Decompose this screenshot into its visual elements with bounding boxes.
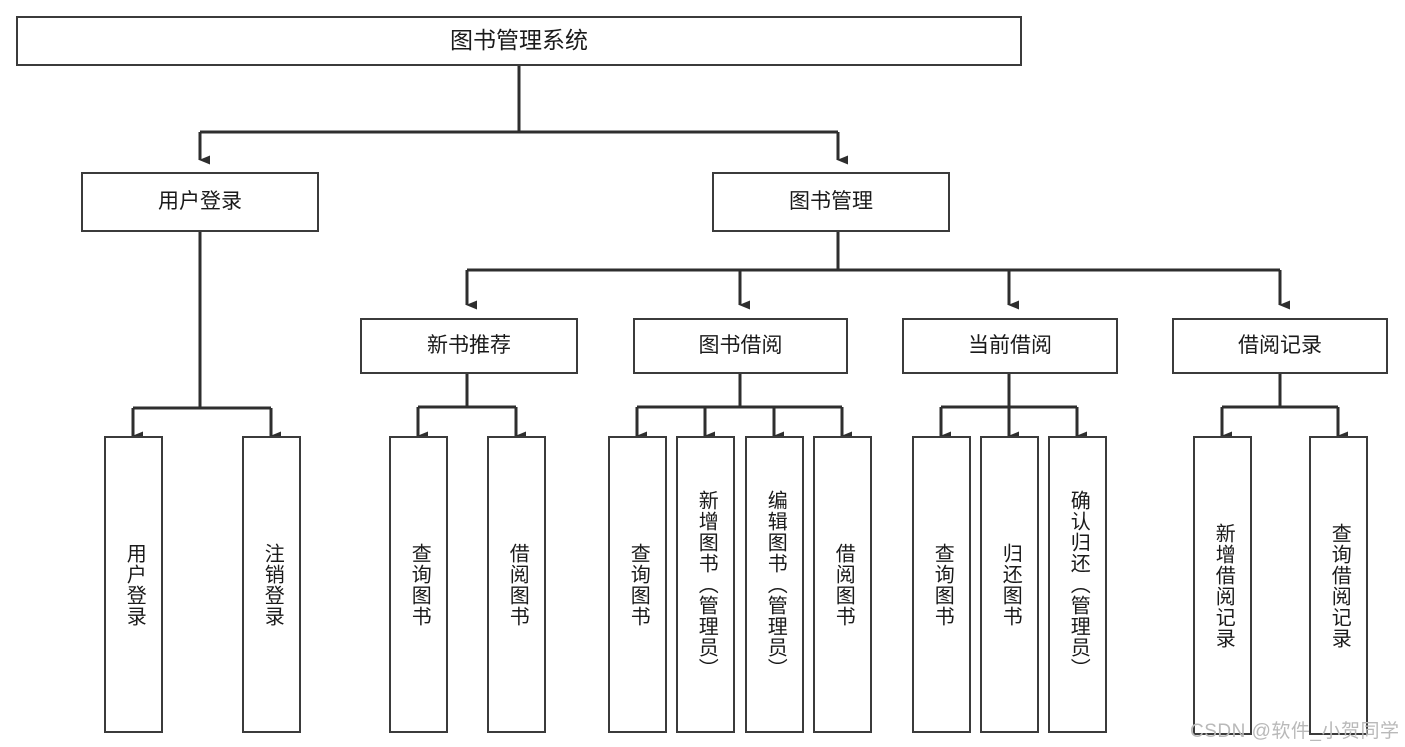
leaf-node-add-book-admin[interactable]: 新增图书（管理员） [676,436,735,733]
node-label: 归还图书 [999,542,1022,627]
node-label: 查询借阅记录 [1328,522,1351,649]
leaf-node-user-login[interactable]: 用户登录 [104,436,163,733]
node-label: 新增图书（管理员） [695,490,718,679]
csdn-watermark: CSDN @软件_小贺同学 [1190,721,1400,742]
leaf-node-user-logout[interactable]: 注销登录 [242,436,301,733]
leaf-node-confirm-return-admin[interactable]: 确认归还（管理员） [1048,436,1107,733]
node-user-login[interactable]: 用户登录 [81,172,319,232]
leaf-node-query-book-borrow[interactable]: 查询图书 [608,436,667,733]
node-book-borrow[interactable]: 图书借阅 [633,318,848,374]
node-label: 新增借阅记录 [1212,522,1235,649]
node-borrow-record[interactable]: 借阅记录 [1172,318,1388,374]
leaf-node-edit-book-admin[interactable]: 编辑图书（管理员） [745,436,804,733]
node-label: 注销登录 [261,542,284,627]
node-label: 借阅记录 [1238,333,1322,357]
node-label: 查询图书 [931,542,954,627]
leaf-node-query-borrow-record[interactable]: 查询借阅记录 [1309,436,1368,735]
node-label: 编辑图书（管理员） [764,490,787,679]
node-label: 新书推荐 [427,333,511,357]
node-new-book-recommend[interactable]: 新书推荐 [360,318,578,374]
node-label: 图书管理 [789,189,873,213]
node-label: 借阅图书 [832,542,855,627]
node-label: 图书借阅 [698,333,783,357]
node-current-borrow[interactable]: 当前借阅 [902,318,1118,374]
node-label: 确认归还（管理员） [1067,490,1090,679]
node-root-book-management-system[interactable]: 图书管理系统 [16,16,1022,66]
node-label: 查询图书 [627,542,650,627]
leaf-node-borrow-book-recommend[interactable]: 借阅图书 [487,436,546,733]
node-label: 用户登录 [158,189,242,213]
node-label: 当前借阅 [968,333,1052,357]
node-book-manage[interactable]: 图书管理 [712,172,950,232]
leaf-node-query-book-recommend[interactable]: 查询图书 [389,436,448,733]
leaf-node-borrow-book[interactable]: 借阅图书 [813,436,872,733]
node-label: 用户登录 [123,542,146,627]
node-label: 图书管理系统 [450,27,588,54]
node-label: 借阅图书 [506,542,529,627]
leaf-node-add-borrow-record[interactable]: 新增借阅记录 [1193,436,1252,735]
leaf-node-query-book-current[interactable]: 查询图书 [912,436,971,733]
leaf-node-return-book[interactable]: 归还图书 [980,436,1039,733]
node-label: 查询图书 [408,542,431,627]
